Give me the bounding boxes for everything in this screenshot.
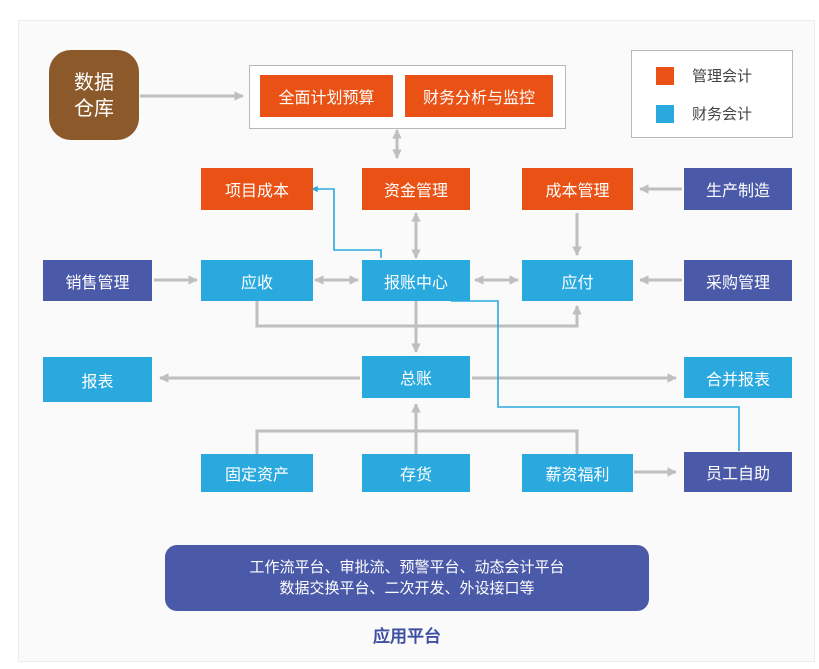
node-fixed-assets-label: 固定资产 [224, 465, 289, 484]
platform-title: 应用平台 [373, 627, 441, 647]
node-general-ledger: 总账 [362, 356, 470, 398]
node-data-warehouse-label: 数据 仓库 [74, 70, 114, 120]
platform-line-2: 数据交换平台、二次开发、外设接口等 [279, 579, 535, 597]
node-report-label: 报表 [81, 371, 114, 391]
legend-label-financial: 财务会计 [692, 105, 753, 123]
node-payroll-label: 薪资福利 [545, 465, 610, 484]
node-employee-self-service: 员工自助 [684, 452, 792, 492]
node-fund-mgmt-label: 资金管理 [383, 181, 448, 200]
blue-arrow-to-project-cost [311, 185, 382, 258]
node-payroll: 薪资福利 [522, 454, 633, 492]
node-purchase-mgmt: 采购管理 [684, 260, 792, 301]
legend-item-management: 管理会计 [656, 65, 752, 86]
node-fixed-assets: 固定资产 [201, 454, 313, 492]
node-sales-mgmt: 销售管理 [43, 260, 152, 301]
node-budget-label: 全面计划预算 [278, 88, 375, 107]
node-data-warehouse: 数据 仓库 [49, 50, 139, 140]
node-consolidated-report-label: 合并报表 [705, 369, 770, 389]
node-cost-mgmt-label: 成本管理 [545, 181, 610, 200]
legend-label-management: 管理会计 [692, 67, 753, 85]
node-expense-center: 报账中心 [362, 260, 470, 301]
legend-swatch-financial [656, 104, 674, 123]
node-manufacturing: 生产制造 [684, 168, 792, 210]
node-receivable-label: 应收 [240, 272, 273, 292]
platform-line-1: 工作流平台、审批流、预警平台、动态会计平台 [249, 558, 565, 576]
legend-item-financial: 财务会计 [656, 103, 752, 124]
node-manufacturing-label: 生产制造 [705, 181, 770, 200]
node-consolidated-report: 合并报表 [684, 357, 792, 398]
node-payable: 应付 [522, 260, 633, 301]
node-general-ledger-label: 总账 [399, 369, 432, 388]
legend-swatch-management [656, 66, 674, 85]
node-budget: 全面计划预算 [260, 75, 393, 117]
node-employee-self-service-label: 员工自助 [705, 464, 770, 483]
node-payable-label: 应付 [561, 272, 594, 292]
node-inventory: 存货 [362, 454, 470, 492]
blue-line-expense-to-employee [451, 300, 740, 451]
node-analysis-label: 财务分析与监控 [422, 88, 535, 107]
node-inventory-label: 存货 [399, 465, 432, 484]
legend: 管理会计 财务会计 [631, 50, 793, 138]
node-report: 报表 [43, 357, 152, 402]
node-cost-mgmt: 成本管理 [522, 168, 633, 210]
node-receivable: 应收 [201, 260, 313, 301]
node-analysis: 财务分析与监控 [405, 75, 553, 117]
node-project-cost-label: 项目成本 [224, 181, 289, 200]
node-fund-mgmt: 资金管理 [362, 168, 470, 210]
node-project-cost: 项目成本 [201, 168, 313, 210]
node-purchase-mgmt-label: 采购管理 [705, 272, 770, 292]
application-platform-box: 工作流平台、审批流、预警平台、动态会计平台 数据交换平台、二次开发、外设接口等 [165, 545, 649, 611]
node-sales-mgmt-label: 销售管理 [65, 272, 130, 292]
node-expense-center-label: 报账中心 [383, 272, 448, 292]
